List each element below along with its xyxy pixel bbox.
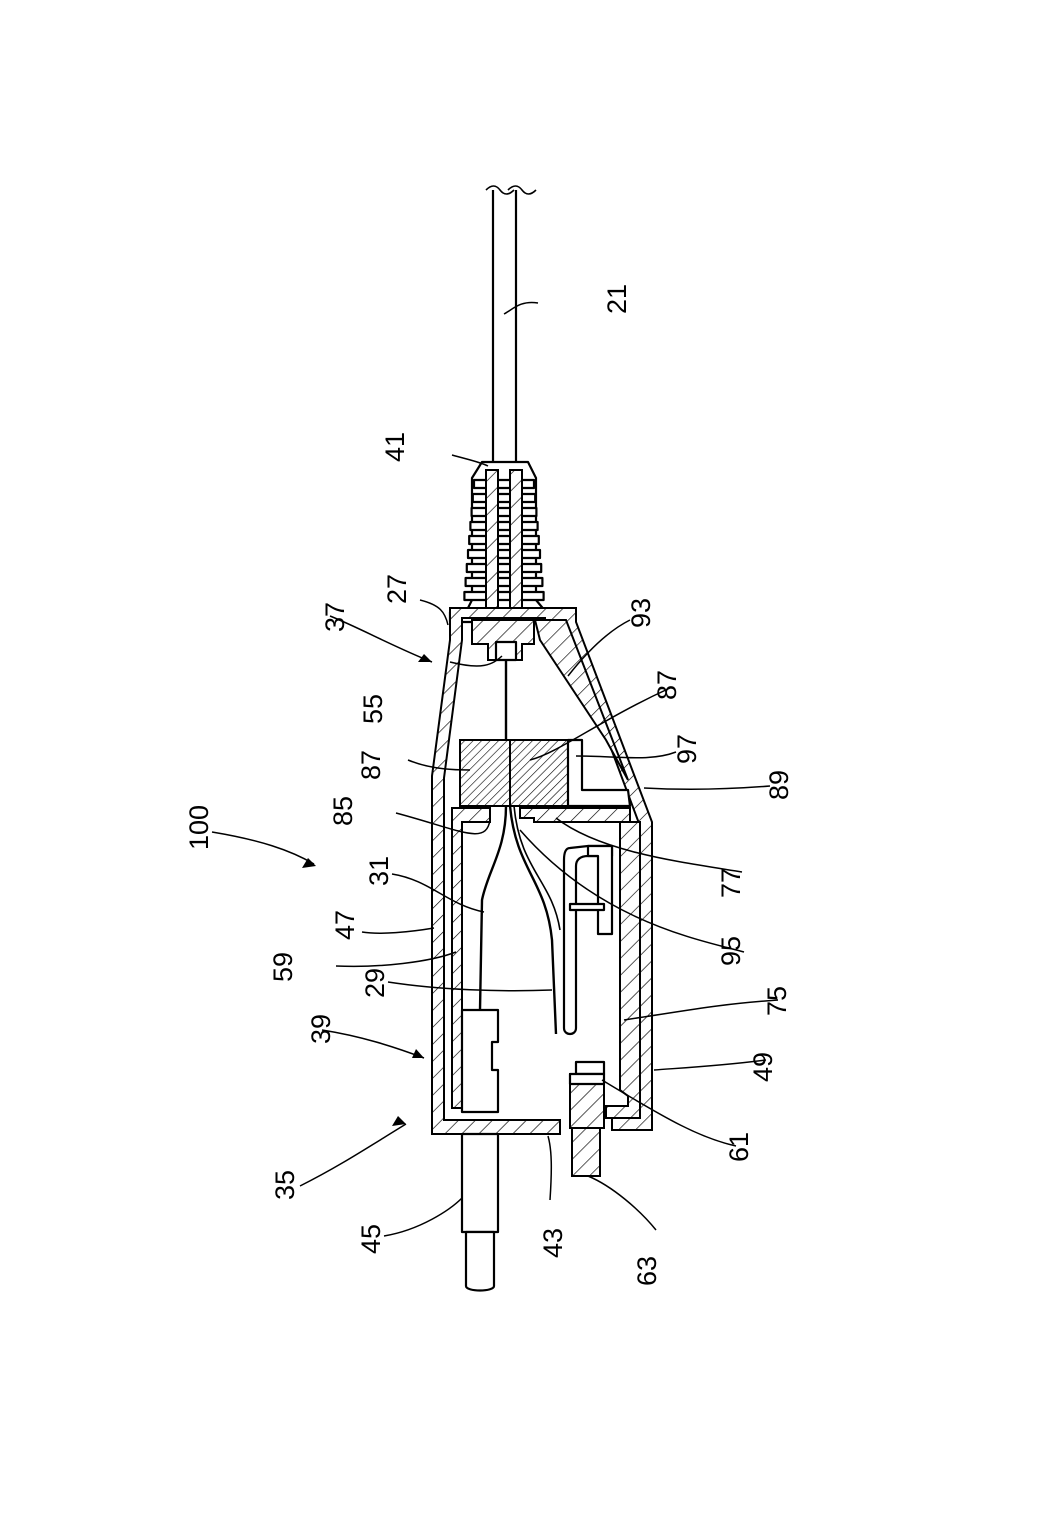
label-45: 45 <box>356 1224 386 1254</box>
label-59: 59 <box>268 952 298 982</box>
boot-rib <box>468 550 540 558</box>
blocks <box>460 740 630 806</box>
label-97: 97 <box>672 734 702 764</box>
label-35: 35 <box>270 1170 300 1200</box>
label-87-right: 87 <box>652 670 682 700</box>
cable <box>486 186 536 462</box>
label-100: 100 <box>184 805 214 850</box>
u-clip <box>564 846 612 1034</box>
pin <box>462 1134 498 1291</box>
label-63: 63 <box>632 1256 662 1286</box>
label-61: 61 <box>724 1132 754 1162</box>
latch-assembly <box>570 1062 604 1176</box>
label-27: 27 <box>382 574 412 604</box>
label-77: 77 <box>716 868 746 898</box>
boot-rib <box>466 578 543 586</box>
label-39: 39 <box>306 1014 336 1044</box>
boot-rib <box>467 564 541 572</box>
boot-rib <box>472 508 537 516</box>
block-87-left <box>460 740 510 806</box>
label-85: 85 <box>328 796 358 826</box>
block-87-right <box>510 740 568 806</box>
label-47: 47 <box>330 910 360 940</box>
fibers <box>480 660 560 1034</box>
label-43: 43 <box>538 1228 568 1258</box>
label-95: 95 <box>716 936 746 966</box>
label-49: 49 <box>748 1052 778 1082</box>
label-21: 21 <box>602 284 632 314</box>
label-89: 89 <box>764 770 794 800</box>
break-mark-1 <box>486 186 514 194</box>
boot-rib <box>474 480 534 488</box>
label-37: 37 <box>320 602 350 632</box>
label-93: 93 <box>626 598 656 628</box>
label-31: 31 <box>364 856 394 886</box>
label-41: 41 <box>380 432 410 462</box>
connector-module <box>462 1010 498 1112</box>
label-55: 55 <box>358 694 388 724</box>
front-plug <box>472 620 534 660</box>
break-mark-2 <box>508 186 536 194</box>
boot-rib <box>469 536 539 544</box>
boot-rib <box>464 592 543 600</box>
strain-relief-boot <box>450 462 562 622</box>
label-87-left: 87 <box>356 750 386 780</box>
label-75: 75 <box>762 986 792 1016</box>
boot-rib <box>473 494 535 502</box>
boot-rib <box>470 522 537 530</box>
label-29: 29 <box>360 968 390 998</box>
